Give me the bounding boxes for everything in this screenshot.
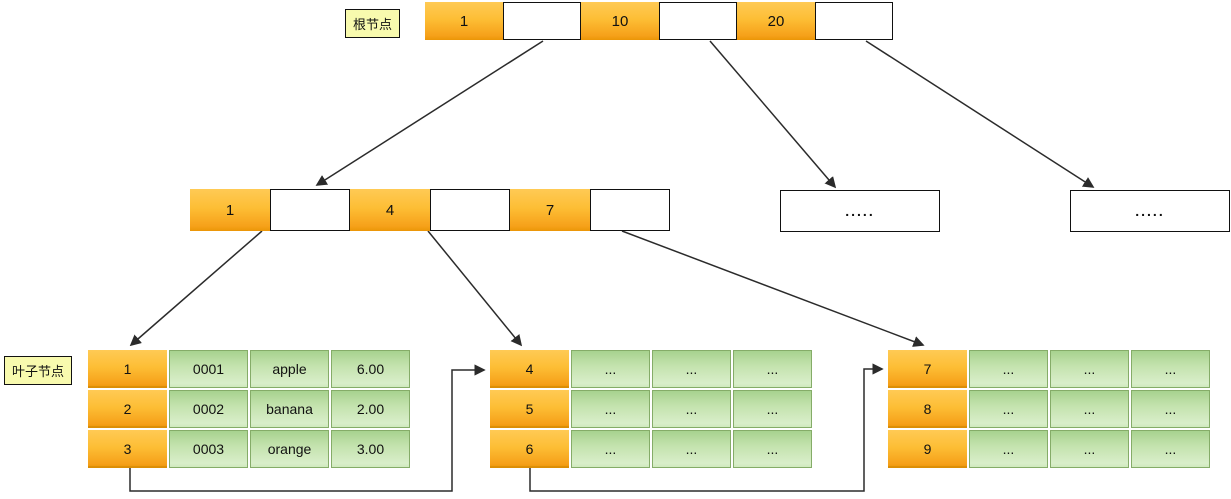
leaf2-row3-key: 6 (490, 430, 569, 468)
leaf3-row2-col4: ... (1131, 390, 1210, 428)
leaf1-row1-col3: apple (250, 350, 329, 388)
leaf2-row1-col2: ... (571, 350, 650, 388)
leaf3-row3-col2: ... (969, 430, 1048, 468)
leaf1-row3-col4: 3.00 (331, 430, 410, 468)
internal-key-cell-2: 4 (350, 189, 430, 231)
internal-key-cell-1: 1 (190, 189, 270, 231)
leaf-node-2: 4 ... ... ... 5 ... ... ... 6 ... ... ..… (490, 350, 812, 468)
root-node-label: 根节点 (345, 9, 401, 38)
leaf3-row2-col3: ... (1050, 390, 1129, 428)
internal-pointer-cell-1 (270, 189, 350, 231)
leaf2-row1-key: 4 (490, 350, 569, 388)
leaf3-row1-col3: ... (1050, 350, 1129, 388)
arrow-root-to-ellipsis-1 (709, 40, 837, 189)
ellipsis-node-2: ..... (1070, 190, 1230, 232)
leaf3-row2-col2: ... (969, 390, 1048, 428)
leaf1-row3-col3: orange (250, 430, 329, 468)
leaf3-row2-key: 8 (888, 390, 967, 428)
leaf2-row3-col2: ... (571, 430, 650, 468)
arrow-internal-to-leaf-1 (129, 230, 263, 347)
root-pointer-cell-3 (815, 2, 893, 40)
leaf3-row1-col4: ... (1131, 350, 1210, 388)
root-pointer-cell-2 (659, 2, 737, 40)
internal-node: 1 4 7 (190, 189, 670, 231)
internal-pointer-cell-2 (430, 189, 510, 231)
internal-pointer-cell-3 (590, 189, 670, 231)
leaf3-row3-col3: ... (1050, 430, 1129, 468)
leaf1-row2-col4: 2.00 (331, 390, 410, 428)
root-pointer-cell-1 (503, 2, 581, 40)
leaf1-row1-col4: 6.00 (331, 350, 410, 388)
leaf2-row2-col4: ... (733, 390, 812, 428)
leaf-node-3: 7 ... ... ... 8 ... ... ... 9 ... ... ..… (888, 350, 1210, 468)
arrow-root-to-internal (315, 40, 544, 186)
leaf-node-1: 1 0001 apple 6.00 2 0002 banana 2.00 3 0… (88, 350, 410, 468)
internal-key-cell-3: 7 (510, 189, 590, 231)
leaf-node-label: 叶子节点 (4, 356, 73, 385)
leaf3-row1-key: 7 (888, 350, 967, 388)
leaf3-row1-col2: ... (969, 350, 1048, 388)
leaf3-row3-col4: ... (1131, 430, 1210, 468)
leaf1-row2-col3: banana (250, 390, 329, 428)
leaf2-row1-col3: ... (652, 350, 731, 388)
leaf1-row3-key: 3 (88, 430, 167, 468)
leaf2-row2-col3: ... (652, 390, 731, 428)
leaf2-row1-col4: ... (733, 350, 812, 388)
arrow-internal-to-leaf-3 (621, 230, 925, 347)
root-key-cell-1: 1 (425, 2, 503, 40)
leaf1-row1-key: 1 (88, 350, 167, 388)
leaf2-row3-col4: ... (733, 430, 812, 468)
leaf1-row2-key: 2 (88, 390, 167, 428)
leaf2-row2-key: 5 (490, 390, 569, 428)
ellipsis-node-1: ..... (780, 190, 940, 232)
root-node: 1 10 20 (425, 2, 893, 40)
leaf1-row3-col2: 0003 (169, 430, 248, 468)
root-key-cell-3: 20 (737, 2, 815, 40)
leaf1-row1-col2: 0001 (169, 350, 248, 388)
root-key-cell-2: 10 (581, 2, 659, 40)
leaf2-row3-col3: ... (652, 430, 731, 468)
arrow-internal-to-leaf-2 (427, 230, 523, 347)
arrow-root-to-ellipsis-2 (865, 40, 1095, 188)
leaf2-row2-col2: ... (571, 390, 650, 428)
leaf3-row3-key: 9 (888, 430, 967, 468)
leaf1-row2-col2: 0002 (169, 390, 248, 428)
